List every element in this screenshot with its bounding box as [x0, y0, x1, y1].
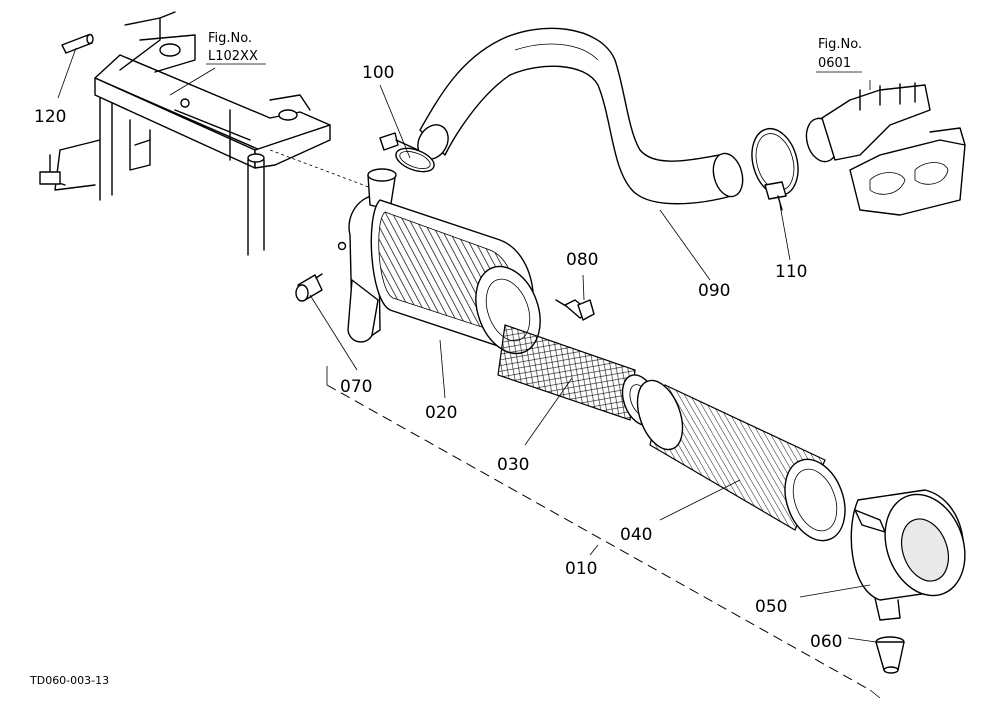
- pin-120: [61, 33, 94, 54]
- filter-element-040: [636, 379, 846, 542]
- fig-ref-label: Fig.No.: [208, 31, 252, 46]
- figure-ref-frame[interactable]: Fig.No. L102XX: [206, 31, 266, 65]
- fig-ref-label: Fig.No.: [818, 37, 862, 52]
- dust-cap-050: [850, 489, 966, 621]
- hose-clamp-110: [751, 127, 799, 211]
- part-label-030[interactable]: 030: [497, 455, 529, 475]
- intake-manifold: [805, 82, 966, 216]
- figure-ref-engine[interactable]: Fig.No. 0601: [816, 37, 862, 73]
- part-label-070[interactable]: 070: [340, 377, 372, 397]
- part-label-080[interactable]: 080: [566, 250, 598, 270]
- frame-bracket: [39, 11, 391, 256]
- part-label-110[interactable]: 110: [775, 262, 807, 282]
- part-label-060[interactable]: 060: [810, 632, 842, 652]
- plug-070: [295, 273, 323, 302]
- assembly-bracket-010: [326, 366, 881, 699]
- part-label-010[interactable]: 010: [565, 559, 597, 579]
- hose-clamp-100: [379, 132, 435, 173]
- part-label-120[interactable]: 120: [34, 107, 66, 127]
- vacuator-valve-060: [875, 636, 905, 674]
- part-label-040[interactable]: 040: [620, 525, 652, 545]
- part-label-090[interactable]: 090: [698, 281, 730, 301]
- part-label-100[interactable]: 100: [362, 63, 394, 83]
- part-label-050[interactable]: 050: [755, 597, 787, 617]
- fig-ref-number: 0601: [818, 56, 851, 71]
- drawing-code: TD060-003-13: [29, 674, 109, 687]
- part-label-020[interactable]: 020: [425, 403, 457, 423]
- bolt-080: [555, 299, 595, 321]
- intake-hose-090: [417, 27, 744, 205]
- air-cleaner-body-020: [337, 168, 541, 355]
- fig-ref-number: L102XX: [208, 49, 258, 64]
- leader-lines: [57, 47, 877, 643]
